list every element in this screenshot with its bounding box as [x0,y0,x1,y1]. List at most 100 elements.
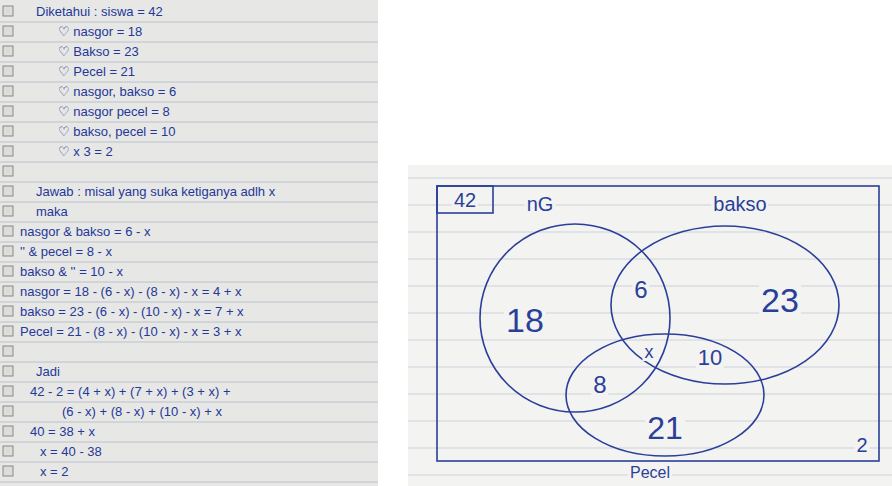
ruled-line [408,448,892,449]
set-label: bakso [711,194,768,214]
margin-checkbox [3,146,13,156]
margin-checkbox [3,286,13,296]
box-outline [437,186,879,461]
universal-set-box: 242nG18bakso2321Pecel [436,185,880,462]
note-line: ♡ Bakso = 23 [58,42,139,62]
ruled-line [0,182,378,183]
margin-checkbox [3,126,13,136]
note-line: Pecel = 21 - (8 - x) - (10 - x) - x = 3 … [20,322,241,342]
left-page [0,0,378,486]
note-line: '' & pecel = 8 - x [20,242,112,262]
ruled-line [408,205,892,206]
ruled-line [0,82,378,83]
margin-checkbox [3,66,13,76]
note-line: bakso & '' = 10 - x [20,262,123,282]
region-count: 18 [504,303,546,337]
margin-checkbox [3,366,13,376]
margin-checkbox [3,266,13,276]
ruled-line [0,442,378,443]
ruled-line [0,282,378,283]
box-outline [437,186,493,213]
margin-checkbox [3,186,13,196]
set-label: nG [525,194,556,214]
ellipse-outline [610,225,840,385]
margin-checkbox [3,446,13,456]
region-count: 2 [854,435,869,455]
ruled-line [0,262,378,263]
margin-checkbox [3,226,13,236]
margin-checkbox [3,6,13,16]
note-line: x = 2 [40,462,69,482]
set-label: Pecel [628,465,672,481]
note-line: ♡ x 3 = 2 [58,142,113,162]
ellipse-outline [566,334,764,456]
note-line: ♡ Pecel = 21 [58,62,135,82]
margin-checkbox [3,326,13,336]
ruled-lines [0,6,892,482]
ruled-line [408,340,892,341]
margin-checkbox [3,86,13,96]
ruled-line [0,62,378,63]
margin-checkbox [3,426,13,436]
note-line: Jawab : misal yang suka ketiganya adlh x… [36,182,298,222]
note-line: ♡ nasgor pecel = 8 [58,102,170,122]
region-count: 6 [632,278,649,302]
note-line: nasgor & bakso = 6 - x [20,222,150,242]
region-count: x [643,343,656,361]
note-line: ♡ bakso, pecel = 10 [58,122,176,142]
ruled-line [0,242,378,243]
margin-checkbox [3,166,13,176]
ruled-line [408,178,892,179]
ruled-line [0,142,378,143]
ruled-line [0,482,378,483]
ruled-line [0,122,378,123]
margin-checkbox [3,206,13,216]
note-line: ♡ nasgor, bakso = 6 [58,82,176,102]
ruled-line [0,222,378,223]
note-line: 40 = 38 + x [30,422,95,442]
note-line: ♡ nasgor = 18 [58,22,142,42]
note-line: 42 - 2 = (4 + x) + (7 + x) + (3 + x) + [30,382,231,402]
ruled-line [0,162,378,163]
note-line: Jadi [36,362,60,382]
ruled-line [408,232,892,233]
ruled-line [0,382,378,383]
ruled-line [0,202,378,203]
ruled-line [0,322,378,323]
total-box: 42 [436,185,494,214]
ruled-line [408,367,892,368]
ruled-line [408,286,892,287]
region-count: 23 [759,283,801,317]
margin-checkbox [3,406,13,416]
margin-checkbox [3,106,13,116]
margin-checkbox [3,306,13,316]
note-line: Diketahui : siswa = 42 [36,2,163,22]
region-count: 42 [452,190,478,210]
ruled-line [0,342,378,343]
ruled-line [0,102,378,103]
ruled-line [0,362,378,363]
note-line: bakso = 23 - (6 - x) - (10 - x) - x = 7 … [20,302,244,322]
ruled-line [0,462,378,463]
ruled-line [0,42,378,43]
note-line: nasgor = 18 - (6 - x) - (8 - x) - x = 4 … [20,282,241,302]
margin-checkbox [3,466,13,476]
set-ellipse: bakso23 [610,225,840,385]
margin-checkbox [3,346,13,356]
margin-checkbox [3,46,13,56]
ruled-line [0,302,378,303]
ruled-line [0,422,378,423]
ruled-line [408,394,892,395]
note-line: x = 40 - 38 [40,442,102,462]
margin-checkbox [3,246,13,256]
margin-checkbox [3,26,13,36]
region-count: 8 [591,373,608,397]
region-count: 10 [696,347,724,369]
ruled-line [0,402,378,403]
note-line: (6 - x) + (8 - x) + (10 - x) + x [62,402,222,422]
ruled-line [0,22,378,23]
margin-checkbox [3,386,13,396]
right-page [408,165,892,486]
set-label: 21 [645,412,685,444]
